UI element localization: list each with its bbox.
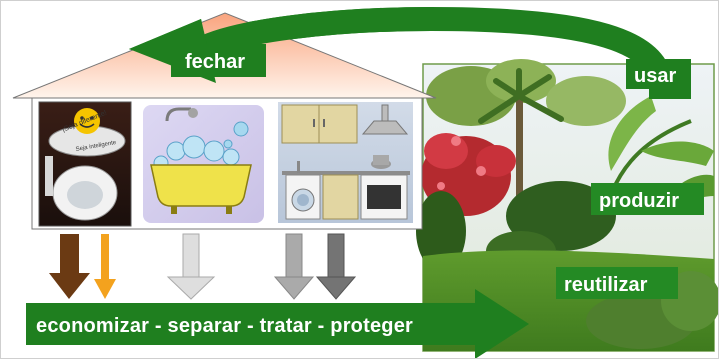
kitchen-icon (278, 102, 413, 223)
down-arrow-brown (49, 234, 90, 299)
down-arrow-mid-gray (273, 233, 315, 300)
actions-label: economizar - separar - tratar - proteger (36, 315, 413, 337)
down-arrow-light-gray (166, 233, 216, 300)
down-arrow-orange (94, 234, 116, 299)
produzir-label: produzir (599, 190, 679, 212)
produzir-box (591, 183, 704, 215)
down-arrow-dark-gray (315, 233, 357, 300)
toilet-icon: ¡Seja diferente! Seja inteligente (38, 101, 132, 227)
usar-label: usar (634, 65, 677, 87)
actions-arrow (26, 289, 529, 358)
reutilizar-box (556, 267, 678, 299)
bathtub-icon (143, 105, 264, 223)
fechar-label: fechar (185, 51, 246, 73)
reutilizar-label: reutilizar (564, 274, 648, 296)
